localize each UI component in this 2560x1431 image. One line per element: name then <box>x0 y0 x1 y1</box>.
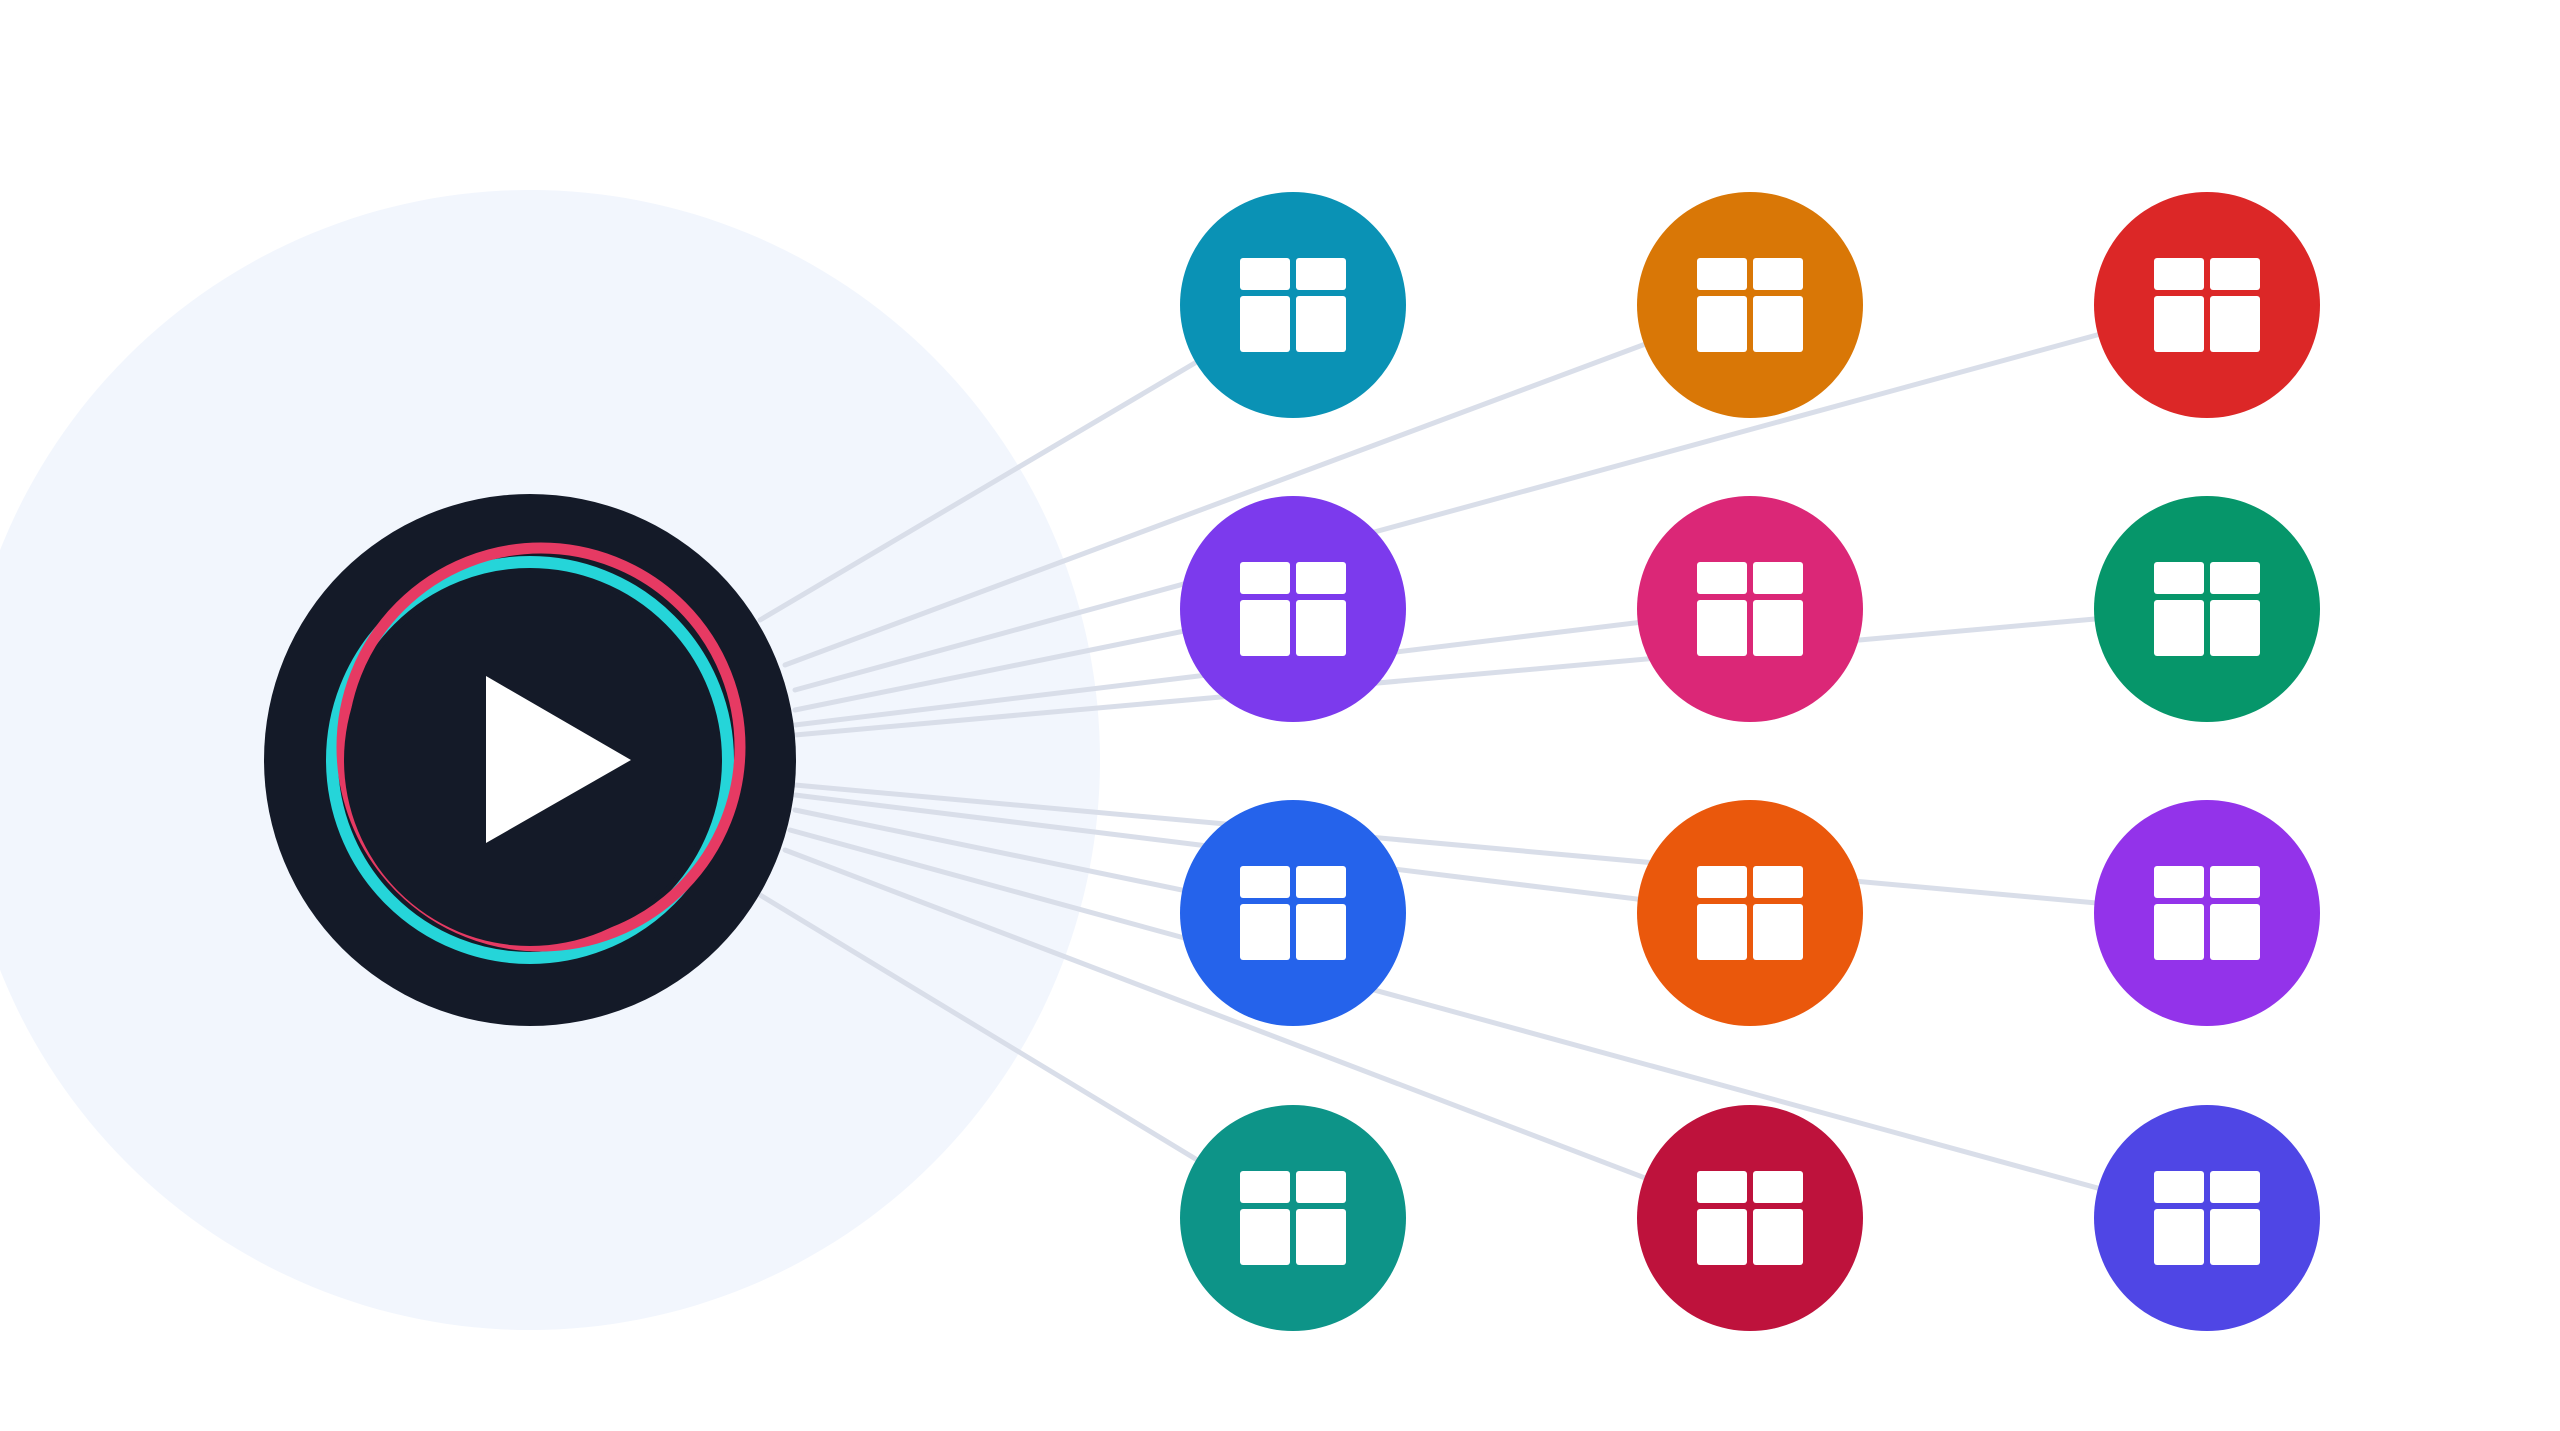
app-node-disc <box>1637 800 1863 1026</box>
grid-cell <box>1697 1171 1747 1203</box>
grid-cell <box>2154 904 2204 960</box>
app-node-disc <box>1180 1105 1406 1331</box>
connector-line-node-9 <box>792 782 2210 916</box>
connector-line-node-12 <box>787 827 2210 1221</box>
grid-cell <box>1753 1209 1803 1265</box>
grid-icon <box>2154 258 2260 352</box>
grid-cell <box>1296 258 1346 290</box>
grid-cell <box>1296 1209 1346 1265</box>
grid-cell <box>1753 562 1803 594</box>
grid-icon <box>1697 258 1803 352</box>
app-node-node-10[interactable] <box>1180 1105 1406 1331</box>
grid-cell <box>2210 296 2260 352</box>
app-node-disc <box>2094 800 2320 1026</box>
grid-cell <box>2210 904 2260 960</box>
grid-cell <box>2210 866 2260 898</box>
app-node-node-7[interactable] <box>1180 800 1406 1026</box>
grid-cell <box>1296 866 1346 898</box>
grid-cell <box>1296 600 1346 656</box>
grid-cell <box>1240 1171 1290 1203</box>
grid-cell <box>2210 1209 2260 1265</box>
grid-cell <box>2154 258 2204 290</box>
grid-icon <box>1240 866 1346 960</box>
grid-cell <box>1240 904 1290 960</box>
app-node-disc <box>1637 192 1863 418</box>
grid-icon <box>1240 258 1346 352</box>
grid-cell <box>2154 866 2204 898</box>
grid-cell <box>1240 600 1290 656</box>
play-icon <box>486 676 631 843</box>
app-node-node-8[interactable] <box>1637 800 1863 1026</box>
grid-icon <box>1240 562 1346 656</box>
app-node-node-9[interactable] <box>2094 800 2320 1026</box>
app-node-disc <box>1637 1105 1863 1331</box>
grid-cell <box>2154 600 2204 656</box>
app-node-node-6[interactable] <box>2094 496 2320 722</box>
grid-cell <box>2210 562 2260 594</box>
grid-cell <box>1240 562 1290 594</box>
grid-cell <box>1753 258 1803 290</box>
grid-cell <box>1240 866 1290 898</box>
grid-cell <box>1697 1209 1747 1265</box>
app-node-node-11[interactable] <box>1637 1105 1863 1331</box>
grid-cell <box>1753 296 1803 352</box>
grid-cell <box>1697 904 1747 960</box>
app-node-node-3[interactable] <box>2094 192 2320 418</box>
app-node-disc <box>2094 192 2320 418</box>
grid-icon <box>2154 1171 2260 1265</box>
grid-cell <box>1753 904 1803 960</box>
connector-line-node-6 <box>792 606 2210 738</box>
grid-cell <box>2154 562 2204 594</box>
app-node-disc <box>2094 1105 2320 1331</box>
grid-cell <box>2210 1171 2260 1203</box>
app-node-disc <box>1180 800 1406 1026</box>
app-nodes <box>1180 192 2320 1331</box>
grid-cell <box>1697 258 1747 290</box>
grid-cell <box>1240 296 1290 352</box>
app-node-disc <box>1180 496 1406 722</box>
app-node-node-2[interactable] <box>1637 192 1863 418</box>
app-node-node-4[interactable] <box>1180 496 1406 722</box>
connector-line-node-3 <box>792 302 2210 693</box>
app-node-node-5[interactable] <box>1637 496 1863 722</box>
connector-line-node-11 <box>782 847 1753 1221</box>
grid-icon <box>2154 866 2260 960</box>
grid-cell <box>1753 600 1803 656</box>
grid-cell <box>1697 866 1747 898</box>
grid-cell <box>1753 1171 1803 1203</box>
grid-cell <box>1240 258 1290 290</box>
grid-cell <box>1296 562 1346 594</box>
grid-cell <box>2154 1171 2204 1203</box>
grid-cell <box>1697 600 1747 656</box>
grid-cell <box>1296 296 1346 352</box>
grid-cell <box>1753 866 1803 898</box>
grid-cell <box>1296 904 1346 960</box>
hub-node[interactable] <box>264 494 796 1026</box>
grid-icon <box>1697 866 1803 960</box>
hub-ring-cyan <box>326 556 734 964</box>
grid-cell <box>1240 1209 1290 1265</box>
grid-cell <box>1697 296 1747 352</box>
app-node-disc <box>1180 192 1406 418</box>
grid-cell <box>2210 258 2260 290</box>
app-node-node-1[interactable] <box>1180 192 1406 418</box>
grid-icon <box>1697 1171 1803 1265</box>
grid-cell <box>1697 562 1747 594</box>
app-node-node-12[interactable] <box>2094 1105 2320 1331</box>
app-node-disc <box>1637 496 1863 722</box>
grid-cell <box>2154 1209 2204 1265</box>
app-node-disc <box>2094 496 2320 722</box>
hub-ring-red <box>336 542 746 952</box>
grid-icon <box>1697 562 1803 656</box>
grid-icon <box>1240 1171 1346 1265</box>
grid-cell <box>2210 600 2260 656</box>
grid-cell <box>1296 1171 1346 1203</box>
grid-cell <box>2154 296 2204 352</box>
connector-line-node-2 <box>782 302 1753 668</box>
grid-icon <box>2154 562 2260 656</box>
